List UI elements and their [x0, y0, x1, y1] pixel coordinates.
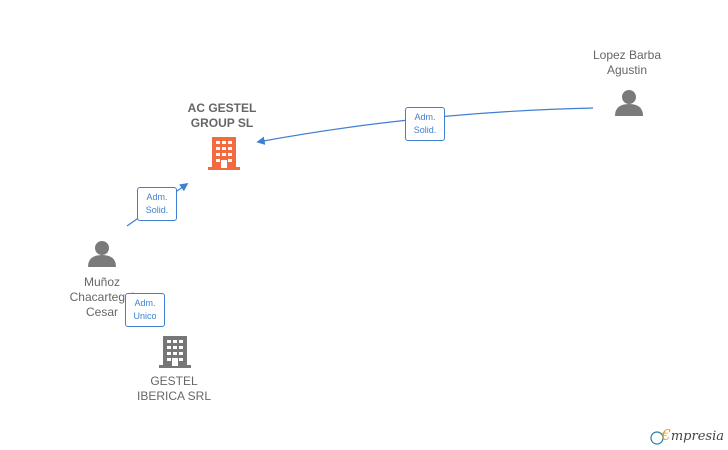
gestel-iberica-building-icon[interactable]: [159, 336, 191, 368]
brand-name: mpresia: [670, 429, 724, 444]
ac-gestel-label[interactable]: AC GESTEL GROUP SL: [187, 101, 257, 130]
lopez-label[interactable]: Lopez Barba Agustin: [592, 48, 662, 77]
munoz-person-icon[interactable]: [88, 241, 116, 267]
edge-badge-lopez[interactable]: Adm. Solid.: [405, 107, 445, 141]
munoz-label[interactable]: Muñoz Chacartegui Cesar: [69, 275, 135, 319]
footer-brand: €mpresia: [661, 426, 724, 444]
gestel-iberica-label[interactable]: GESTEL IBERICA SRL: [136, 374, 212, 403]
ac-gestel-building-icon[interactable]: [208, 137, 240, 170]
edge-badge-munoz-ac-gestel[interactable]: Adm. Solid.: [137, 187, 177, 221]
lopez-person-icon[interactable]: [615, 90, 643, 116]
copyright-icon: [650, 431, 664, 445]
brand-e: €: [661, 426, 671, 444]
edge-badge-munoz-gestel-iberica[interactable]: Adm. Unico: [125, 293, 165, 327]
